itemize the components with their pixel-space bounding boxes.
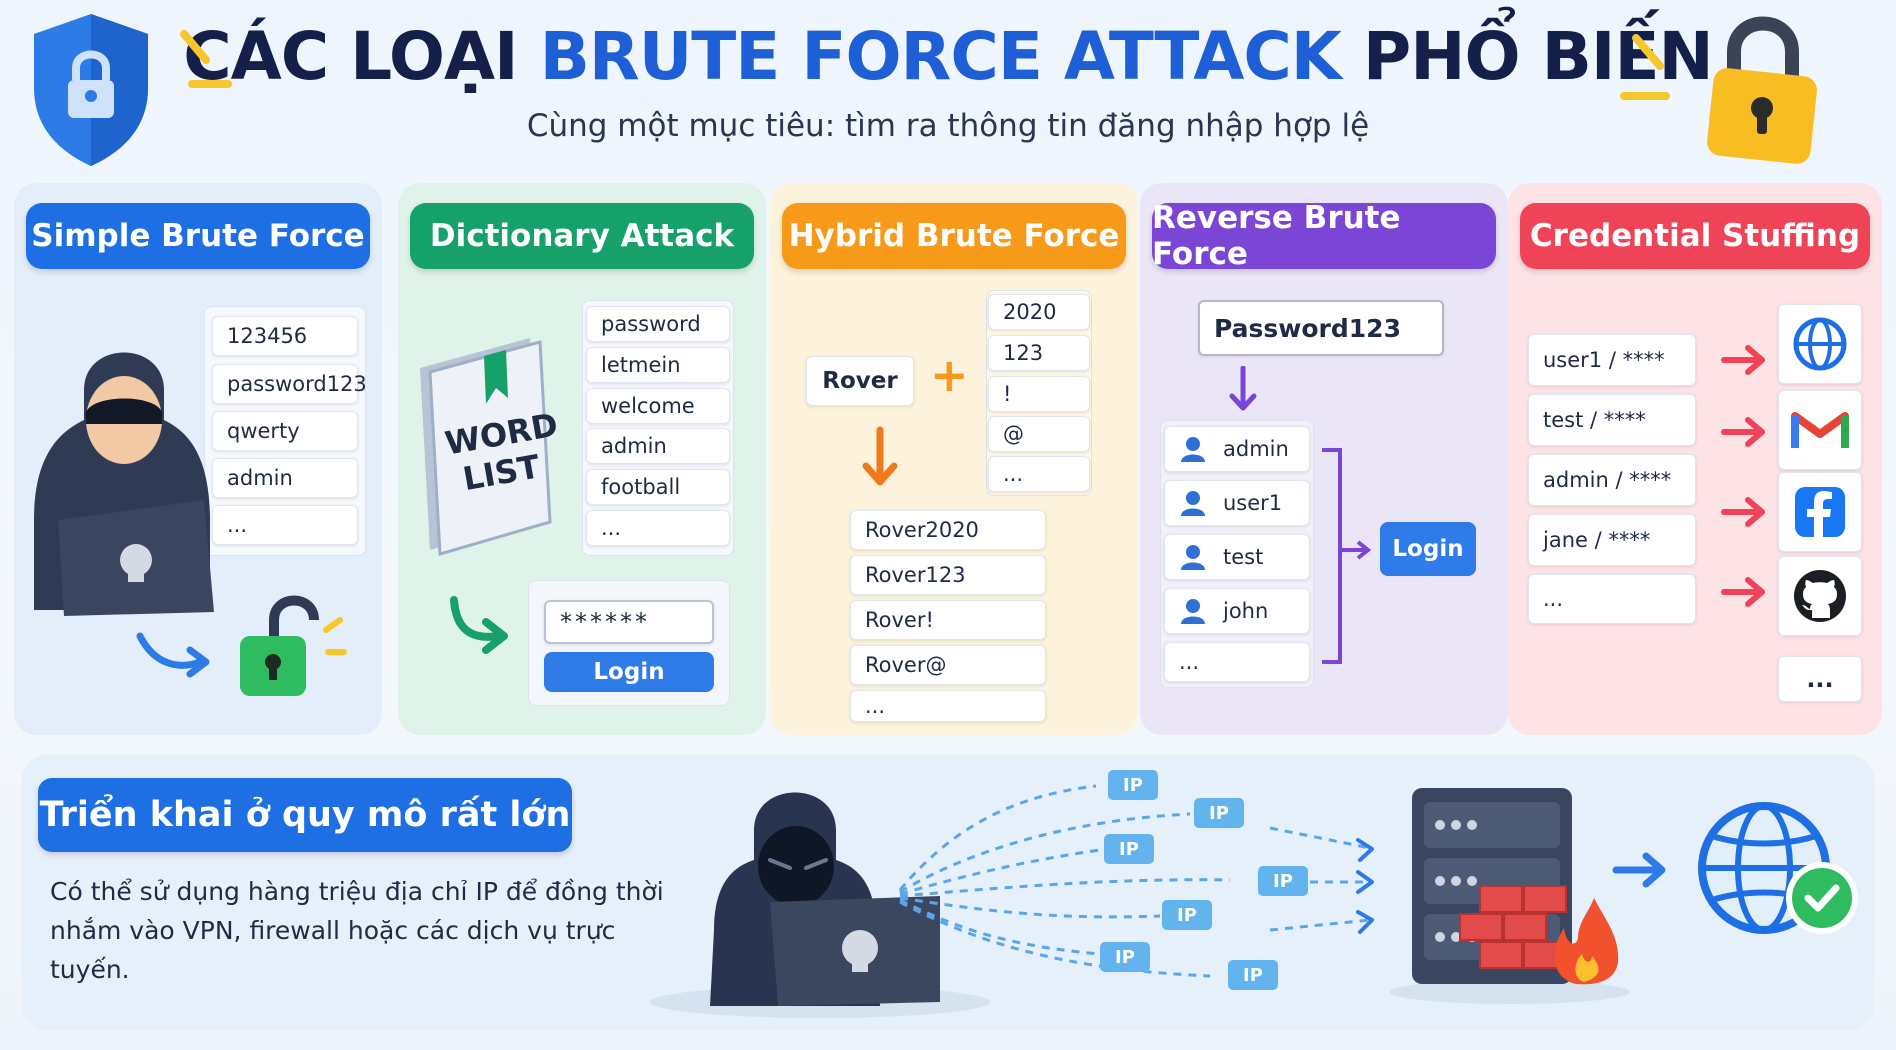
gmail-tile[interactable] bbox=[1778, 390, 1862, 470]
server-firewall-icon bbox=[1390, 788, 1630, 1004]
gmail-icon bbox=[1791, 412, 1849, 448]
list-item: password bbox=[586, 306, 730, 342]
arrow-icon bbox=[136, 632, 210, 678]
title-highlight: BRUTE FORCE ATTACK bbox=[539, 18, 1342, 95]
globe-check-icon bbox=[1698, 802, 1858, 934]
facebook-tile[interactable] bbox=[1778, 472, 1862, 552]
list-item: ! bbox=[988, 376, 1090, 412]
user-icons bbox=[1181, 437, 1205, 624]
word-list-book-icon bbox=[420, 338, 552, 556]
hacker-icon bbox=[34, 352, 214, 616]
list-item: password123 bbox=[212, 364, 367, 404]
page-subtitle: Cùng một mục tiêu: tìm ra thông tin đăng… bbox=[526, 108, 1370, 144]
list-item: qwerty bbox=[212, 411, 358, 451]
list-item: football bbox=[586, 469, 730, 505]
ip-badge: IP bbox=[1100, 942, 1150, 972]
plus-icon: + bbox=[930, 348, 969, 402]
panel-title-stuffing: Credential Stuffing bbox=[1520, 203, 1870, 269]
list-item: Rover@ bbox=[850, 645, 1046, 685]
panel-title-dictionary: Dictionary Attack bbox=[410, 203, 754, 269]
ip-badge: IP bbox=[1194, 798, 1244, 828]
arrow-icons bbox=[1721, 345, 1765, 607]
globe-icon bbox=[1793, 317, 1847, 371]
list-item: admin bbox=[586, 428, 730, 464]
spark-lines-icon-right bbox=[1620, 34, 1670, 100]
scale-title: Triển khai ở quy mô rất lớn bbox=[38, 778, 572, 852]
list-item: ... bbox=[586, 510, 730, 546]
arrow-icon bbox=[450, 596, 508, 654]
padlock-icon bbox=[1707, 16, 1817, 164]
list-item: 123456 bbox=[212, 316, 358, 356]
login-button-reverse[interactable]: Login bbox=[1380, 522, 1476, 576]
list-item: letmein bbox=[586, 347, 730, 383]
shield-lock-icon bbox=[34, 14, 148, 166]
ip-badge: IP bbox=[1228, 960, 1278, 990]
ip-connection-lines bbox=[898, 784, 1374, 978]
list-item-credential: test / **** bbox=[1528, 394, 1696, 446]
ip-badge: IP bbox=[1108, 770, 1158, 800]
panel-title-hybrid: Hybrid Brute Force bbox=[782, 203, 1126, 269]
ip-badge: IP bbox=[1258, 866, 1308, 896]
list-item: 2020 bbox=[988, 294, 1090, 330]
arrow-down-icon bbox=[862, 426, 898, 486]
facebook-icon bbox=[1795, 487, 1845, 537]
password-field[interactable]: ****** bbox=[544, 600, 714, 644]
list-item: Rover2020 bbox=[850, 510, 1046, 550]
more-services: ... bbox=[1778, 656, 1862, 702]
github-tile[interactable] bbox=[1778, 556, 1862, 636]
list-item: admin bbox=[212, 458, 358, 498]
list-item: ... bbox=[1164, 642, 1310, 682]
list-item: welcome bbox=[586, 388, 730, 424]
login-button[interactable]: Login bbox=[544, 652, 714, 692]
github-icon bbox=[1794, 570, 1846, 622]
arrow-right-icon bbox=[1612, 852, 1666, 888]
list-item-credential: ... bbox=[1528, 574, 1696, 624]
list-item-credential: admin / **** bbox=[1528, 454, 1696, 506]
hacker-laptop-icon bbox=[650, 792, 990, 1018]
bracket-connector bbox=[1322, 448, 1372, 664]
base-word: Rover bbox=[806, 356, 914, 406]
panel-title-reverse: Reverse Brute Force bbox=[1152, 200, 1496, 272]
list-item: ... bbox=[988, 456, 1090, 492]
list-item-credential: jane / **** bbox=[1528, 514, 1696, 566]
web-service-tile[interactable] bbox=[1778, 304, 1862, 384]
page-title: CÁC LOẠI BRUTE FORCE ATTACK PHỔ BIẾN bbox=[183, 18, 1714, 95]
password-value: Password123 bbox=[1198, 300, 1444, 356]
list-item: Rover123 bbox=[850, 555, 1046, 595]
list-item-credential: user1 / **** bbox=[1528, 334, 1696, 386]
list-item-user: user1 bbox=[1164, 480, 1310, 526]
ip-badge: IP bbox=[1162, 900, 1212, 930]
unlocked-padlock-icon bbox=[240, 595, 347, 696]
list-item: 123 bbox=[988, 335, 1090, 371]
list-item: ... bbox=[850, 690, 1046, 722]
list-item: Rover! bbox=[850, 600, 1046, 640]
list-item: ... bbox=[212, 505, 358, 545]
ip-badge: IP bbox=[1104, 834, 1154, 864]
arrow-down-icon bbox=[1229, 366, 1257, 411]
spark-lines-icon bbox=[180, 30, 232, 88]
scale-description: Có thể sử dụng hàng triệu địa chỉ IP để … bbox=[50, 877, 664, 984]
panel-title-simple: Simple Brute Force bbox=[26, 203, 370, 269]
list-item: @ bbox=[988, 416, 1090, 452]
